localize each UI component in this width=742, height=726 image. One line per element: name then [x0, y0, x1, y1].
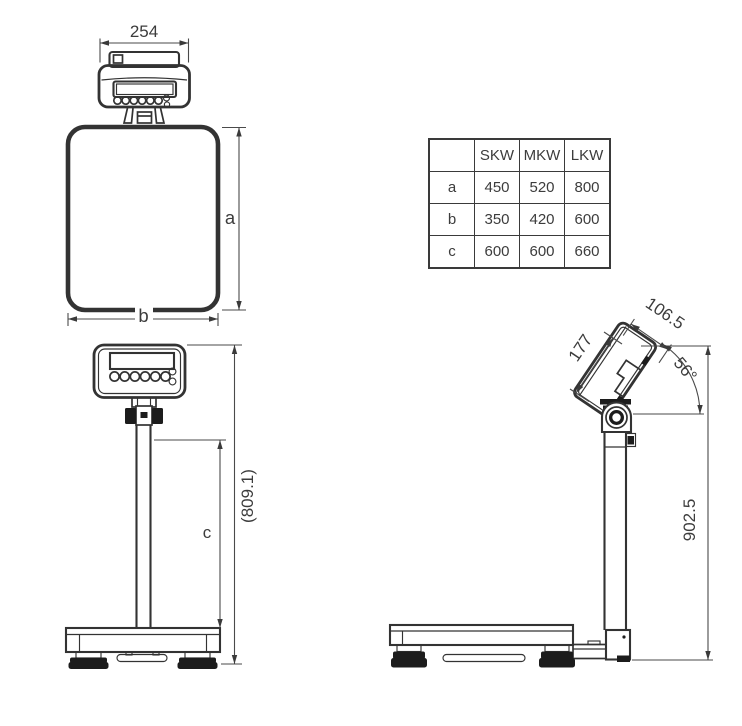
cell-c-mkw: 600 [519, 235, 565, 269]
keypad-buttons-front [109, 367, 177, 386]
indicator-inner-front [97, 348, 182, 395]
dim-177: 177 [565, 331, 623, 402]
side-foot-left-upper [393, 651, 425, 659]
platform-top-view: a b [65, 124, 246, 326]
row-label-a: a [428, 171, 475, 204]
dimension-table: SKW MKW LKW a 450 520 800 b 350 420 600 … [428, 138, 611, 269]
cell-a-skw: 450 [474, 171, 520, 204]
head-back-step [613, 359, 642, 398]
side-foot-right-upper [541, 651, 573, 659]
table-row-a: a 450 520 800 [428, 171, 611, 204]
dim-a: a [222, 126, 246, 311]
dim-902-label: 902.5 [680, 499, 699, 542]
dim-c: c [154, 439, 226, 628]
side-foot-right-lower [539, 658, 575, 668]
dim-106-label: 106.5 [642, 294, 688, 334]
dim-254-label: 254 [130, 22, 158, 41]
row-label-c: c [428, 235, 475, 269]
base-block-foot [617, 655, 630, 662]
row-label-b: b [428, 203, 475, 236]
bracket-leg-right [154, 107, 166, 124]
front-view: c (809.1) [64, 343, 257, 669]
table-header-row: SKW MKW LKW [428, 138, 611, 172]
cell-b-mkw: 420 [519, 203, 565, 236]
side-view: 177 106.5 56° 902.5 [388, 294, 713, 668]
bump-tick-left [125, 651, 133, 656]
table-row-b: b 350 420 600 [428, 203, 611, 236]
dim-angle-56: 56° [633, 343, 711, 415]
foot-left-lower [68, 662, 109, 669]
clamp-screw [627, 436, 634, 445]
column-base-block [604, 628, 632, 661]
foot-right-lower [177, 662, 218, 669]
head-back-tab-2 [641, 355, 651, 366]
housing-top-edge-line [101, 77, 188, 81]
base-side [388, 623, 575, 647]
dim-b-label: b [138, 305, 148, 326]
dim-177-label: 177 [565, 331, 597, 365]
table-row-c: c 600 600 660 [428, 235, 611, 269]
joint-center-detail [140, 412, 148, 418]
dim-a-label: a [225, 207, 236, 228]
side-foot-left-lower [391, 658, 427, 668]
dim-254: 254 [99, 22, 190, 63]
bump-tick-right [152, 651, 160, 656]
table-corner-cell [428, 138, 475, 172]
indicator-lid [108, 50, 181, 69]
lid-clip [112, 54, 124, 64]
cell-c-skw: 600 [474, 235, 520, 269]
platform-outline [65, 124, 221, 313]
dim-902: 902.5 [632, 346, 713, 661]
bracket-center-tab [136, 111, 153, 124]
display-inner-top [115, 83, 174, 96]
dim-809-label: (809.1) [238, 469, 257, 523]
cell-a-mkw: 520 [519, 171, 565, 204]
arm-top-bump [587, 640, 601, 646]
col-header-mkw: MKW [519, 138, 565, 172]
cell-b-lkw: 600 [564, 203, 611, 236]
base-front [64, 626, 222, 654]
side-center-bump [442, 653, 526, 663]
knob-left [125, 408, 136, 424]
keypad-buttons-top [112, 94, 171, 108]
indicator-top-view: 254 [97, 22, 191, 124]
col-header-skw: SKW [474, 138, 520, 172]
pivot-center [612, 413, 621, 422]
dim-b-mask [135, 305, 153, 325]
indicator-housing-top [97, 64, 191, 109]
knob-right [152, 408, 163, 424]
column-bracket-arm [572, 643, 607, 660]
cell-b-skw: 350 [474, 203, 520, 236]
foot-left-upper [70, 657, 107, 663]
foot-right-upper [179, 657, 216, 663]
display-window-front [108, 351, 176, 371]
dim-c-label: c [203, 523, 212, 542]
bracket-leg-left [122, 107, 134, 124]
dim-angle-label: 56° [670, 354, 701, 386]
cell-a-lkw: 800 [564, 171, 611, 204]
base-center-bump [116, 653, 168, 663]
column-clamp [625, 432, 637, 448]
dim-b: b [67, 305, 219, 326]
base-block-screw [622, 635, 626, 639]
cell-c-lkw: 660 [564, 235, 611, 269]
dim-809: (809.1) [187, 344, 257, 665]
col-header-lkw: LKW [564, 138, 611, 172]
